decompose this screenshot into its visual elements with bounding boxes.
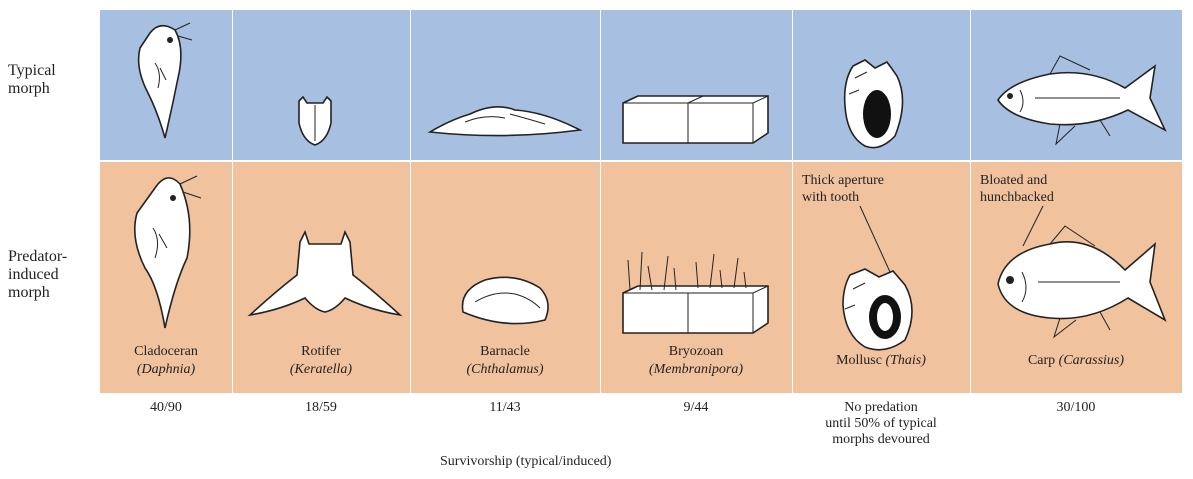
survivorship-bryozoan: 9/44 <box>600 400 792 416</box>
column-divider <box>792 10 793 393</box>
survivorship-mollusc: No predation until 50% of typical morphs… <box>792 400 970 448</box>
organism-common-name: Bryozoan <box>600 343 792 361</box>
carp-annotation-line1: Bloated and <box>980 172 1054 189</box>
bryozoan-induced-drawing <box>618 248 778 338</box>
organism-common-name: Barnacle <box>410 343 600 361</box>
organism-latin-name: (Daphnia) <box>100 361 232 379</box>
organism-common-name: Cladoceran <box>100 343 232 361</box>
survivorship-mollusc-line3: morphs devoured <box>792 432 970 448</box>
morph-grid: Thick aperture with tooth Bloated and hu… <box>100 10 1182 393</box>
organism-label-carp: Carp (Carassius) <box>970 352 1182 370</box>
barnacle-induced-drawing <box>455 272 555 332</box>
survivorship-barnacle: 11/43 <box>410 400 600 416</box>
carp-pointer-line <box>1015 202 1055 252</box>
barnacle-typical-drawing <box>425 100 585 140</box>
mollusc-typical-drawing <box>835 56 915 156</box>
survivorship-carp: 30/100 <box>970 400 1182 416</box>
mollusc-annotation-line1: Thick aperture <box>802 172 884 189</box>
row-label-induced-line3: morph <box>8 284 67 302</box>
carp-typical-drawing <box>990 48 1170 158</box>
organism-label-bryozoan: Bryozoan (Membranipora) <box>600 343 792 379</box>
row-label-induced: Predator- induced morph <box>8 248 67 302</box>
row-label-typical: Typical morph <box>8 62 56 98</box>
row-label-typical-line1: Typical <box>8 62 56 80</box>
survivorship-mollusc-line1: No predation <box>792 400 970 416</box>
survivorship-caption: Survivorship (typical/induced) <box>440 454 611 470</box>
column-divider <box>410 10 411 393</box>
organism-latin-name: (Membranipora) <box>600 361 792 379</box>
row-label-induced-line1: Predator- <box>8 248 67 266</box>
organism-latin-name: (Chthalamus) <box>410 361 600 379</box>
organism-common-name: Rotifer <box>232 343 410 361</box>
cladoceran-typical-drawing <box>130 18 200 148</box>
row-label-induced-line2: induced <box>8 266 67 284</box>
organism-label-barnacle: Barnacle (Chthalamus) <box>410 343 600 379</box>
row-divider <box>100 160 1182 162</box>
survivorship-mollusc-line2: until 50% of typical <box>792 416 970 432</box>
organism-common-name: Carp <box>1028 353 1055 368</box>
organism-label-mollusc: Mollusc (Thais) <box>792 352 970 370</box>
survivorship-rotifer: 18/59 <box>232 400 410 416</box>
column-divider <box>232 10 233 393</box>
organism-latin-name: (Keratella) <box>232 361 410 379</box>
row-label-typical-line2: morph <box>8 80 56 98</box>
organism-label-rotifer: Rotifer (Keratella) <box>232 343 410 379</box>
carp-annotation: Bloated and hunchbacked <box>980 172 1054 206</box>
cladoceran-induced-drawing <box>125 168 210 338</box>
survivorship-cladoceran: 40/90 <box>100 400 232 416</box>
organism-latin-name: (Carassius) <box>1059 353 1124 368</box>
organism-common-name: Mollusc <box>836 353 882 368</box>
rotifer-typical-drawing <box>295 95 335 147</box>
organism-label-cladoceran: Cladoceran (Daphnia) <box>100 343 232 379</box>
bryozoan-typical-drawing <box>618 88 778 148</box>
column-divider <box>600 10 601 393</box>
mollusc-pointer-line <box>850 200 900 280</box>
organism-latin-name: (Thais) <box>885 353 925 368</box>
column-divider <box>970 10 971 393</box>
rotifer-induced-drawing <box>245 230 405 325</box>
